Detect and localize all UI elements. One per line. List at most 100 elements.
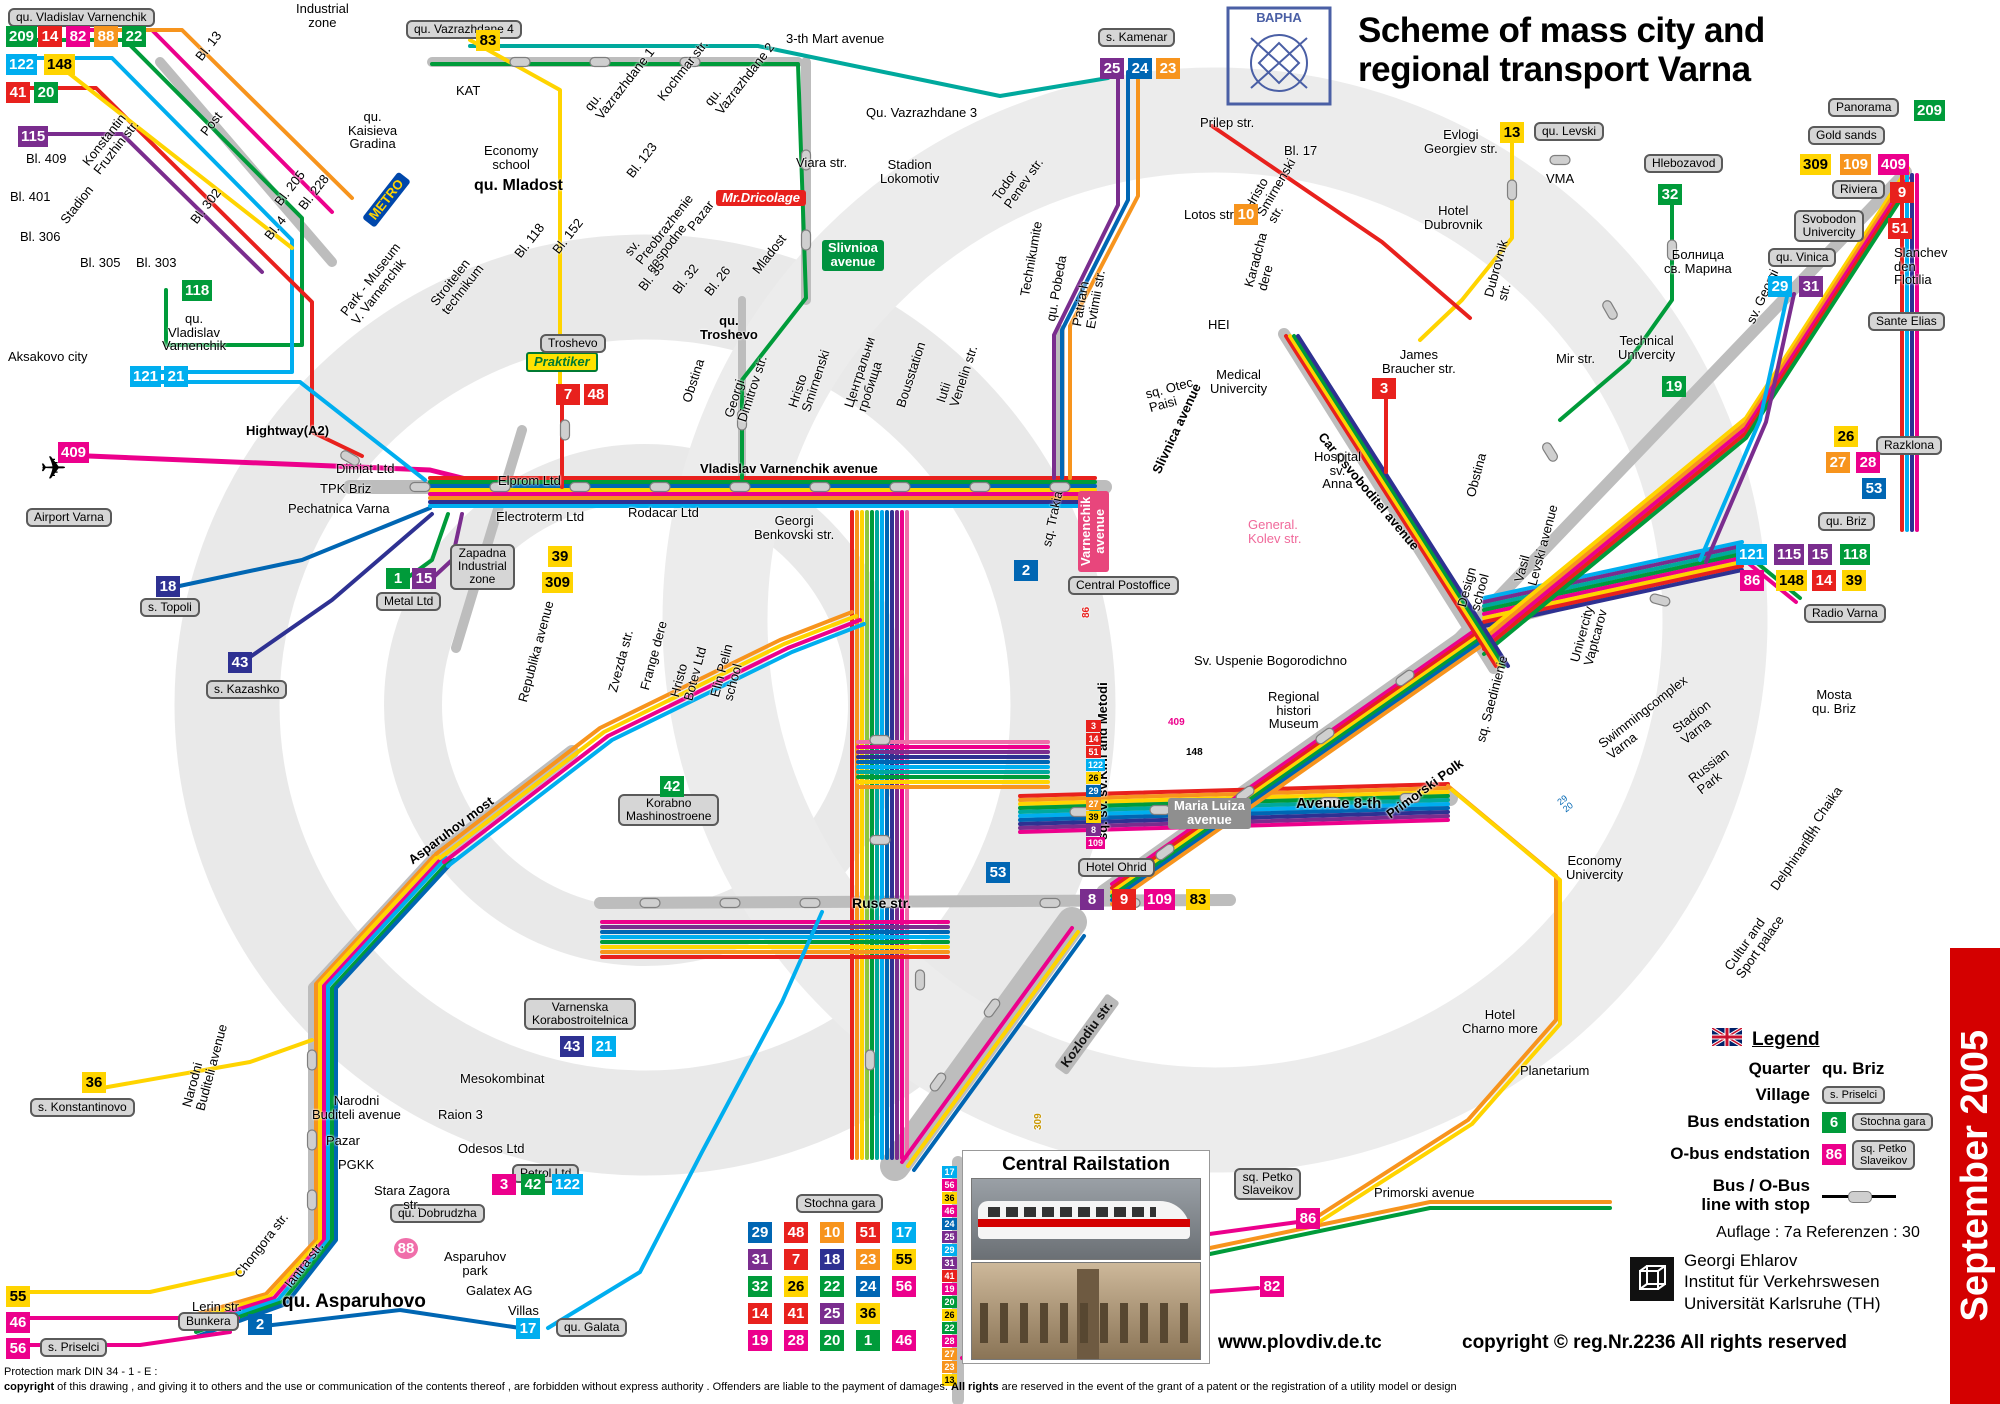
route-badge: 1 [856,1330,880,1351]
map-label: Bl. 306 [20,229,61,244]
legend-village-value: s. Priselci [1822,1086,1886,1105]
place-box-label: Airport Varna [26,508,112,528]
route-badge: 21 [592,1036,616,1057]
station-windows-shape [980,1303,1192,1343]
map-label: General. Kolev str. [1248,517,1302,546]
train-photo [971,1178,1201,1260]
route-badge: 19 [942,1283,957,1295]
route-badge: 15 [412,568,436,589]
map-label: Slanchev den Flotilia [1894,245,1948,288]
route-badge: 118 [1840,544,1871,565]
route-badge: 122 [1086,759,1106,771]
route-badge: 409 [1878,154,1910,175]
protection-mark-line2: copyright of this drawing , and giving i… [4,1381,1998,1393]
route-badge: 26 [942,1309,957,1321]
route-badge: 39 [1842,570,1866,591]
transit-route [1208,1200,1612,1250]
map-label: VMA [1546,171,1575,186]
stop-marker [1039,897,1061,909]
stop-marker [649,481,671,493]
stop-marker [1541,442,1559,462]
stop-marker [1155,843,1175,861]
route-badge: 51 [856,1222,880,1243]
stop-marker [409,481,431,493]
emblem-city-text: ВАРНА [1256,10,1302,25]
map-label: Mir str. [1556,351,1595,366]
route-badge: 309 [542,572,574,593]
transit-route [188,854,436,1318]
route-badge: 14 [748,1303,772,1324]
map-label: Viara str. [796,155,848,170]
route-badge: 10 [1234,204,1258,225]
route-badge: 23 [856,1249,880,1270]
credits: Georgi Ehlarov Institut für Verkehrswese… [1630,1250,1994,1314]
map-label: Bl. 303 [136,255,177,270]
transit-route [238,512,434,666]
legend-quarter-label: Quarter [1748,1058,1810,1078]
route-badge: 121 [130,366,162,387]
map-label: 409 [1168,717,1185,728]
place-box-label: s. Priselci [40,1338,108,1358]
stop-marker [306,1189,318,1211]
map-label: Lerin str. [192,1299,242,1314]
stop-marker [589,56,611,68]
map-label: Dimiat Ltd [336,461,395,476]
route-badge: 41 [784,1303,808,1324]
route-badge: 109 [1144,889,1176,910]
route-badge: 28 [1856,452,1880,473]
credit-author: Georgi Ehlarov [1684,1251,1798,1270]
stop-marker [559,419,571,441]
route-badge: 7 [556,384,580,405]
transit-route [1314,788,1562,1226]
map-label: 3-th Mart avenue [786,31,885,46]
stop-marker [1049,481,1071,493]
place-box-label: Panorama [1828,98,1900,118]
place-box-label: Sante Elias [1868,312,1945,332]
route-badge: 115 [18,126,49,147]
protection-text-b: are reserved in the event of the grant o… [998,1381,1457,1393]
route-badge: 41 [942,1270,957,1282]
transit-route [1482,171,1910,641]
route-badge: 27 [1086,798,1101,810]
map-label: Economy Univercity [1566,853,1624,882]
transit-route [168,506,432,590]
route-badge: 10 [820,1222,844,1243]
route-badge: 83 [1186,889,1210,910]
route-badge: 43 [228,652,252,673]
map-label: Pazar [326,1133,360,1148]
station-building-photo [971,1262,1201,1360]
route-badge: 39 [1086,811,1101,823]
map-label: Elprom Ltd [498,473,561,488]
route-badge: 88 [394,1238,418,1259]
transit-route [546,910,824,1330]
transit-route [438,614,858,860]
place-box-label: Korabno Mashinostroene [618,794,720,827]
route-badge: 3 [1372,378,1396,399]
place-box-label: Radio Varna [1804,604,1886,624]
transit-route [188,854,440,1322]
map-label: Aksakovo city [8,349,88,364]
route-badge: 86 [1296,1208,1320,1229]
map-label: qu. Vladislav Varnenchik [162,311,227,354]
stop-marker [1395,669,1415,687]
map-label: Regional histori Museum [1268,689,1320,732]
route-badge: 88 [94,26,118,47]
map-label: Galatex AG [466,1283,533,1298]
route-badge: 148 [1776,570,1808,591]
route-badge: 122 [6,54,38,75]
map-label: Болница св. Марина [1664,247,1732,276]
footer-website: www.plovdiv.de.tc [1218,1332,1382,1353]
legend-obus-badge: 86 [1822,1144,1846,1166]
transit-route [1110,638,1486,902]
place-box-label: s. Kamenar [1098,28,1176,48]
route-badge: 148 [44,54,76,75]
route-badge: 24 [856,1276,880,1297]
legend-quarter-value: qu. Briz [1822,1059,1885,1078]
stop-marker [729,481,751,493]
transit-route [1110,622,1486,886]
stop-marker [800,149,812,171]
stop-marker [869,834,891,846]
route-badge: 409 [58,442,90,463]
central-railstation-title: Central Railstation [1002,1154,1170,1175]
